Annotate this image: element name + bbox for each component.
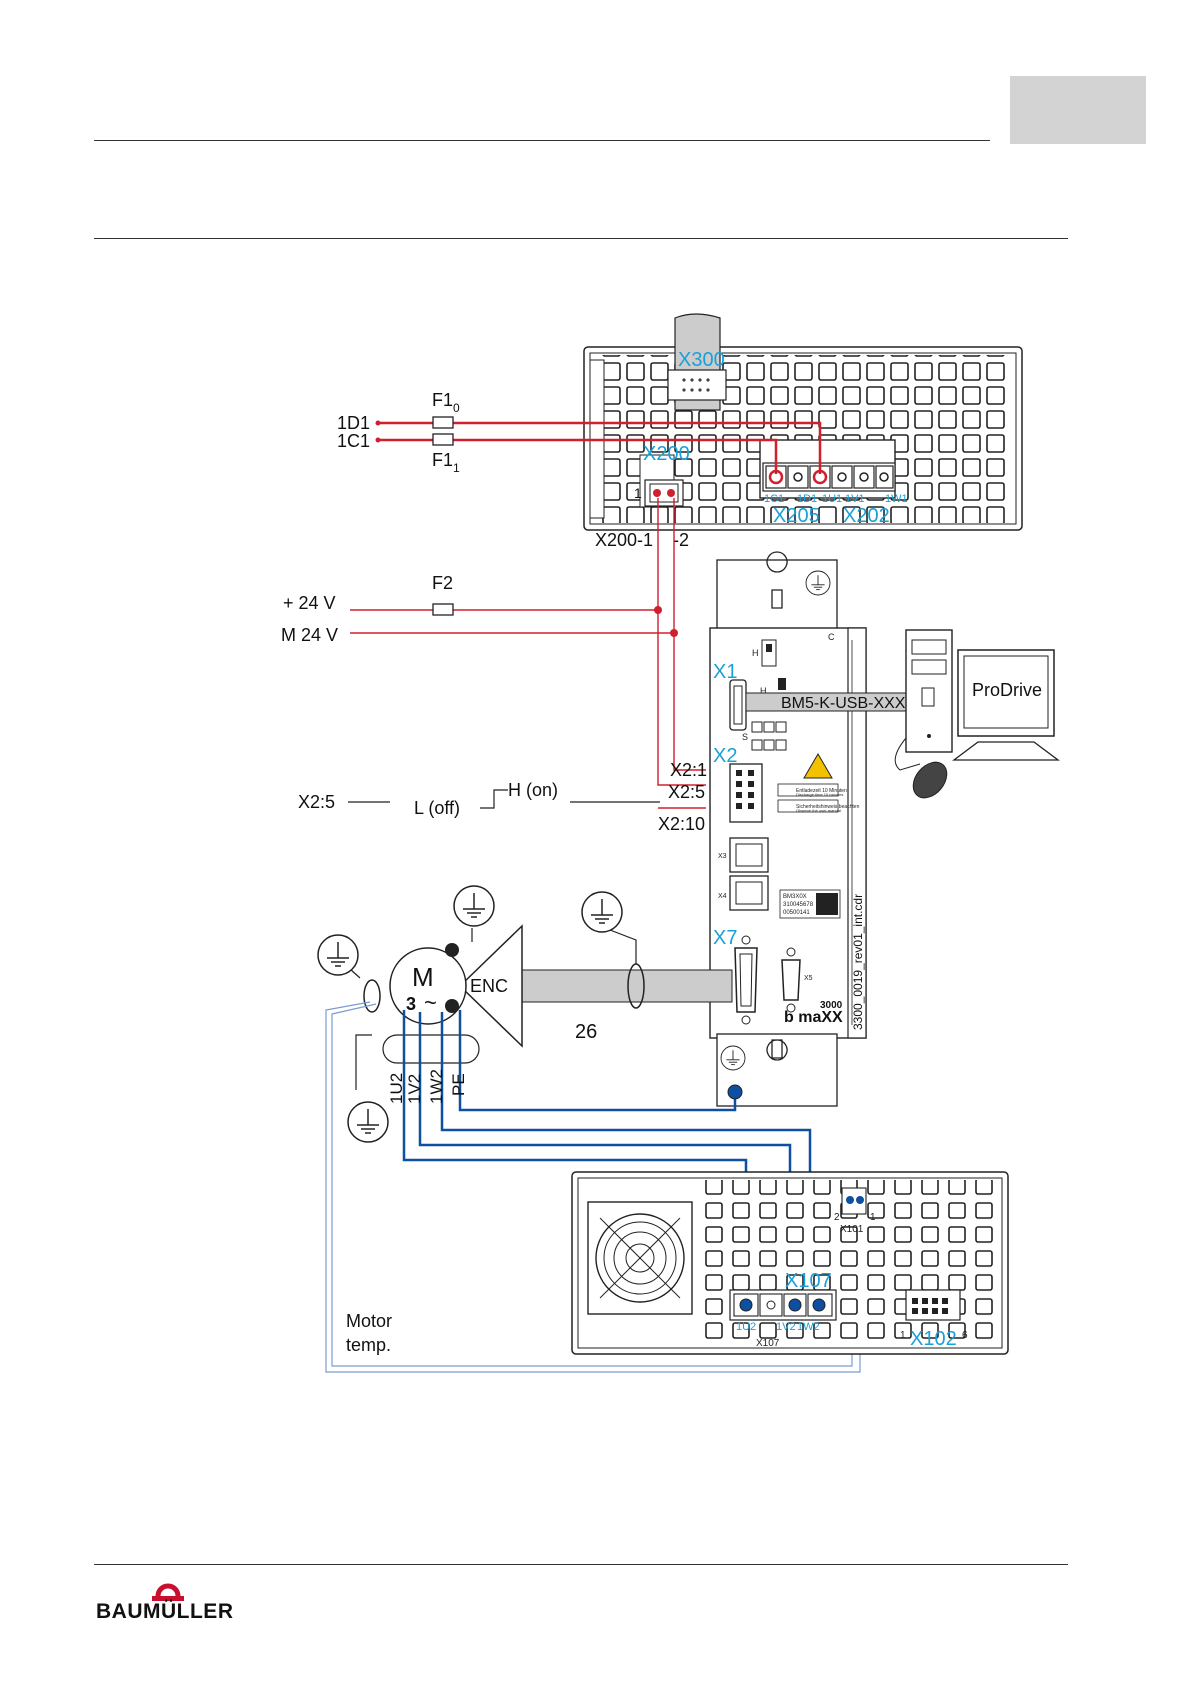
motor [339,924,733,1090]
term-1u1: 1U1 [822,493,842,505]
warning-4: Observe the user manual [796,808,841,813]
wire-pe: PE [449,1073,468,1096]
x102-label: X102 [910,1328,957,1350]
x101-small-label: X101 [840,1224,864,1235]
label-s: S [742,732,748,742]
pc-mouse [894,737,948,799]
fuse-f1-1 [432,433,454,446]
term-1v1: 1V1 [845,493,865,505]
x200-pin1: 1 [634,485,642,501]
earth-symbol-motor [453,885,495,927]
file-reference: 3300_0019_rev01_int.cdr [851,894,865,1030]
bmaxx-3000: 3000 [820,1000,843,1011]
term-1w1: 1W1 [885,493,908,505]
term-1v2: 1V2 [776,1321,796,1333]
prodrive-label: ProDrive [972,680,1042,700]
warning-2: Discharge time 10 minutes [796,792,843,797]
x205-label: X205 [773,505,820,527]
motor-m: M [412,962,434,992]
term-1c1: 1C1 [764,493,784,505]
x300-connector [667,313,727,411]
x2-1-label: X2:1 [670,760,707,780]
wire-1w2: 1W2 [427,1069,446,1104]
baumuller-logo: BAUMÜLLER [96,1570,240,1630]
logo-mark [152,1583,184,1601]
pc-tower [905,629,953,753]
earth-symbol-left [317,934,359,976]
motor-temp-2: temp. [346,1335,391,1355]
x107-small-label: X107 [756,1338,780,1349]
x2-10-label: X2:10 [658,814,705,834]
label-h-1: H [752,648,759,658]
label-f1-1: F11 [432,450,460,475]
motor-temp-1: Motor [346,1311,392,1331]
header-rule-top [94,140,990,141]
earth-symbol-encoder [581,891,623,933]
footer-rule [94,1564,1068,1565]
enc-label: ENC [470,976,508,996]
x7-label: X7 [713,927,737,949]
label-x3: X3 [718,853,727,860]
x2-5-left-label: X2:5 [298,792,335,812]
fuse-f1-0 [432,416,454,429]
x200-1-label: X200-1 [595,530,653,550]
label-f1-0: F10 [432,390,460,415]
bottom-device [571,1171,1009,1355]
wire-1u2: 1U2 [387,1073,406,1104]
label-x5: X5 [804,975,813,982]
earth-symbol-motor-cable [347,1101,389,1143]
x101-pin1: 1 [870,1212,876,1223]
x102-pin6: 6 [962,1330,968,1341]
pc-monitor [952,649,1060,761]
h-on-label: H (on) [508,780,558,800]
label-p24: + 24 V [283,593,336,613]
x200-2-label: -2 [673,530,689,550]
x101-pin2: 2 [834,1212,840,1223]
term-1u2: 1U2 [736,1321,756,1333]
wire-1v2: 1V2 [405,1074,424,1104]
label-h-2: H [760,686,767,696]
x200-label: X200 [643,443,690,465]
nameplate-3: 00500141 [783,910,810,916]
warning-1: Entladezeit 10 Minuten [796,788,847,794]
term-1d1: 1D1 [797,493,817,505]
fuse-f2 [432,603,454,616]
motor-tilde: ~ [424,990,437,1015]
l-off-label: L (off) [414,798,460,818]
supply-1d1-1c1 [378,421,822,474]
x300-label: X300 [678,349,725,371]
label-m24: M 24 V [281,625,338,645]
x202-label: X202 [843,505,890,527]
warning-3: Sicherheitshinweis beachten [796,804,860,810]
header-rule-bottom [94,238,1068,239]
label-1c1: 1C1 [337,431,370,451]
motor-3: 3 [406,994,416,1014]
label-f2: F2 [432,573,453,593]
label-1d1: 1D1 [337,413,370,433]
brand-name: BAUMÜLLER [96,1600,234,1623]
usb-cable-label: BM5-K-USB-XXX [781,695,906,712]
x1-label: X1 [713,661,737,683]
chapter-tab [1010,76,1146,144]
label-x4: X4 [718,893,727,900]
bmaxx-label: b maXX [784,1009,843,1026]
x2-label: X2 [713,745,737,767]
term-1w2: 1W2 [797,1321,820,1333]
nameplate-2: 310045678 [783,902,814,908]
x107-label: X107 [785,1270,832,1292]
cable-26-label: 26 [575,1021,597,1043]
x102-pin1: 1 [900,1330,906,1341]
x200-connector [644,479,684,507]
label-c: C [828,632,835,642]
x205-x202-terminals [762,462,896,492]
nameplate-1: BM3X0X [783,894,807,900]
x2-5-signal [348,789,660,809]
x2-5-label: X2:5 [668,782,705,802]
